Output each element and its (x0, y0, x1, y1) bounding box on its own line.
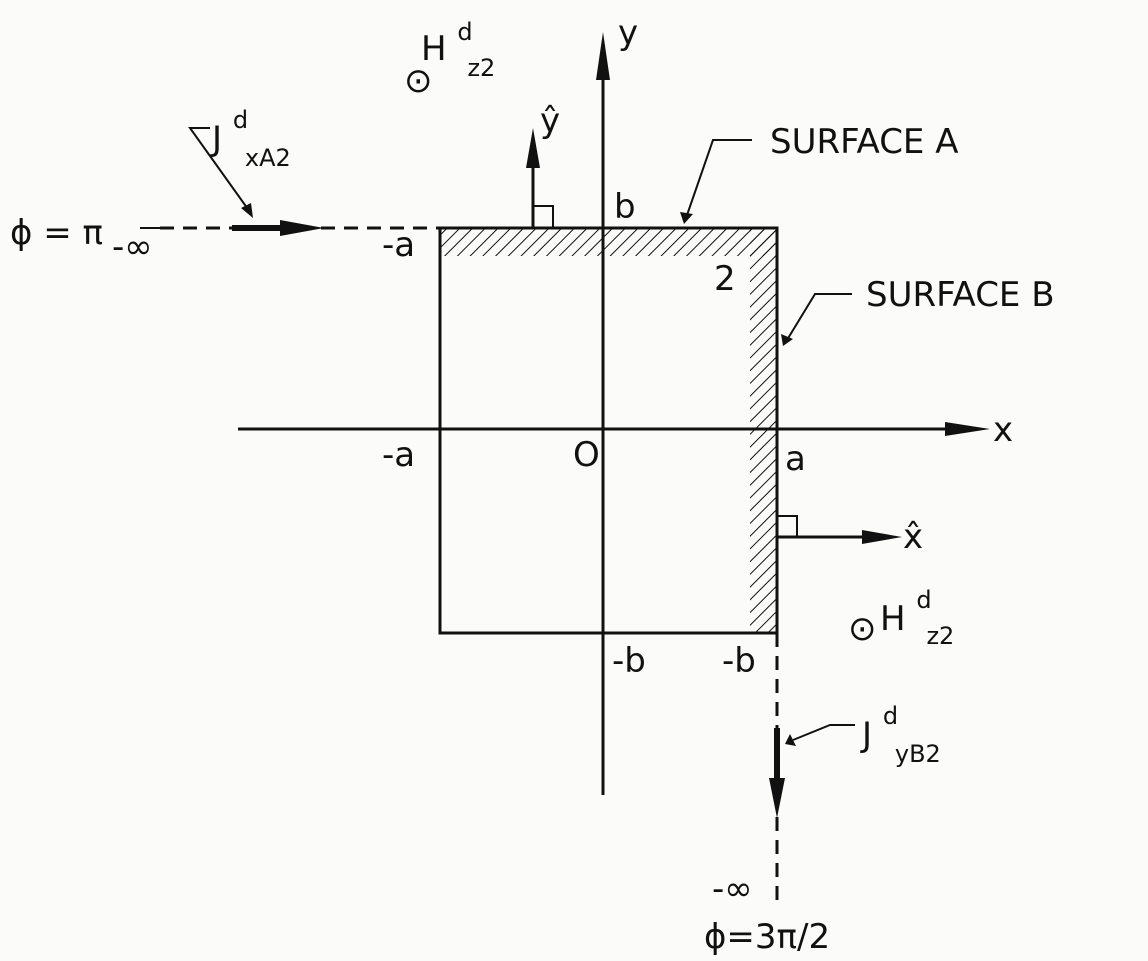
y-axis-label: y (618, 13, 638, 53)
current-a-leader (188, 127, 251, 213)
current-b-leader-arrowhead (785, 734, 796, 746)
field-top-sub: z2 (467, 54, 495, 82)
surface-b-label: SURFACE B (866, 275, 1055, 315)
surface-a-leader-arrowhead (680, 212, 693, 224)
current-a-sup: d (233, 106, 248, 134)
x-hat-arrowhead (862, 530, 902, 544)
field-top-sup: d (457, 18, 472, 46)
field-right-label: H d z2 (880, 577, 954, 650)
surface-b-leader (786, 293, 852, 341)
region-label: 2 (714, 259, 736, 299)
tick-neg-a-axis: -a (382, 435, 415, 475)
current-b-label: J d yB2 (860, 693, 941, 768)
x-axis-label: x (993, 410, 1013, 450)
tick-neg-b-axis: -b (612, 641, 646, 681)
current-b-base: J (860, 715, 872, 755)
tick-b: b (614, 187, 636, 227)
current-a-label: J d xA2 (210, 97, 291, 172)
current-b-sub: yB2 (895, 740, 941, 768)
phi-bottom-label: ϕ=3π/2 (704, 917, 830, 957)
current-b-leader (792, 724, 855, 741)
current-a-sub: xA2 (245, 144, 291, 172)
field-right-symbol: ⊙ (848, 609, 877, 649)
current-a-arrowhead (280, 220, 324, 236)
field-top-symbol: ⊙ (404, 61, 433, 101)
x-hat-right-angle (777, 515, 798, 537)
field-top-base: H (421, 29, 447, 69)
tick-neg-b-corner: -b (722, 641, 756, 681)
current-a-base: J (210, 119, 222, 159)
x-hat-label: x̂ (903, 517, 923, 557)
phi-left-label: ϕ = π (10, 213, 103, 253)
surface-a-label: SURFACE A (770, 122, 958, 162)
y-hat-right-angle (533, 205, 554, 228)
field-right-sup: d (916, 586, 931, 614)
infinity-left-label: -∞ (112, 227, 153, 267)
current-b-sup: d (883, 702, 898, 730)
surface-b-leader-arrowhead (781, 334, 793, 346)
infinity-bottom-label: -∞ (712, 869, 753, 909)
surface-a-leader (685, 139, 752, 219)
field-right-sub: z2 (926, 622, 954, 650)
field-top-label: H d z2 (421, 9, 495, 82)
origin-label: O (573, 435, 600, 475)
field-right-base: H (880, 599, 906, 639)
current-b-arrowhead (769, 778, 785, 818)
current-a-leader-arrowhead (241, 203, 253, 218)
y-axis-arrowhead (596, 32, 610, 80)
tick-neg-a-top: -a (382, 225, 415, 265)
tick-a: a (785, 439, 806, 479)
y-hat-arrowhead (526, 128, 540, 168)
surface-a-hatch (440, 228, 777, 256)
y-hat-label: ŷ (540, 101, 560, 141)
x-axis-arrowhead (945, 422, 990, 436)
